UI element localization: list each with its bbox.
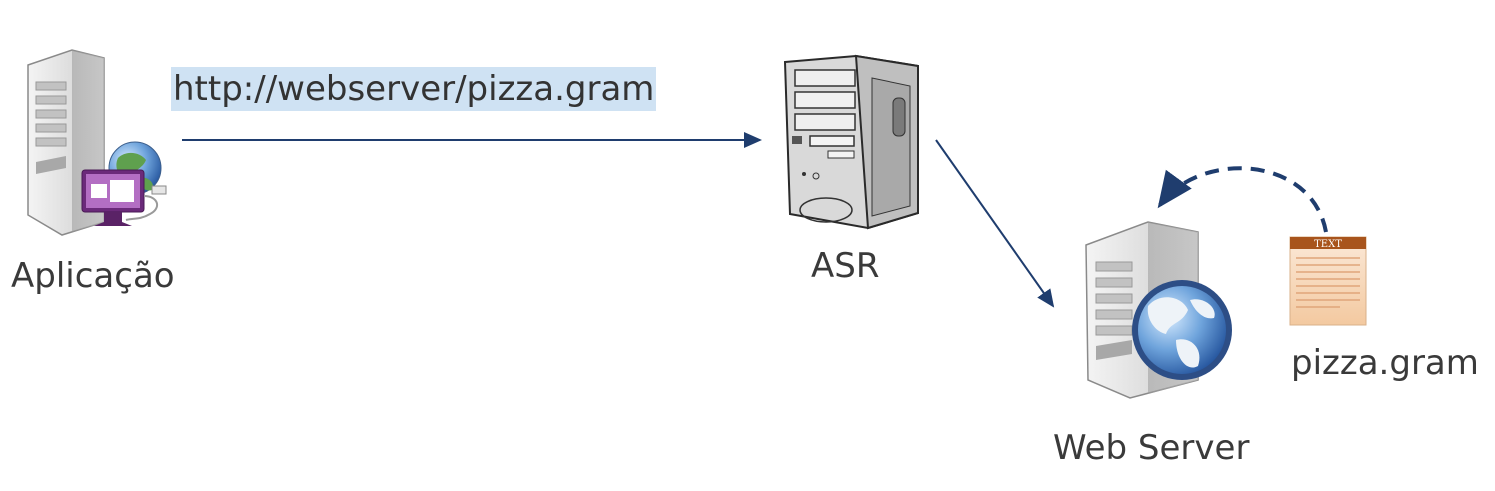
server-app-icon — [27, 49, 167, 236]
file-load-arrow — [1157, 166, 1328, 233]
request-url-label: http://webserver/pizza.gram — [171, 67, 657, 111]
application-label: Aplicação — [11, 256, 175, 296]
file-label: pizza.gram — [1291, 343, 1479, 383]
asr-label: ASR — [811, 246, 880, 286]
file-icon-text: TEXT — [1314, 239, 1342, 250]
tower-computer-icon — [783, 54, 919, 230]
web-server-globe-icon — [1085, 221, 1232, 399]
forward-arrow — [935, 139, 1055, 308]
text-file-icon: TEXT — [1289, 236, 1367, 326]
web-server-label: Web Server — [1053, 428, 1250, 468]
